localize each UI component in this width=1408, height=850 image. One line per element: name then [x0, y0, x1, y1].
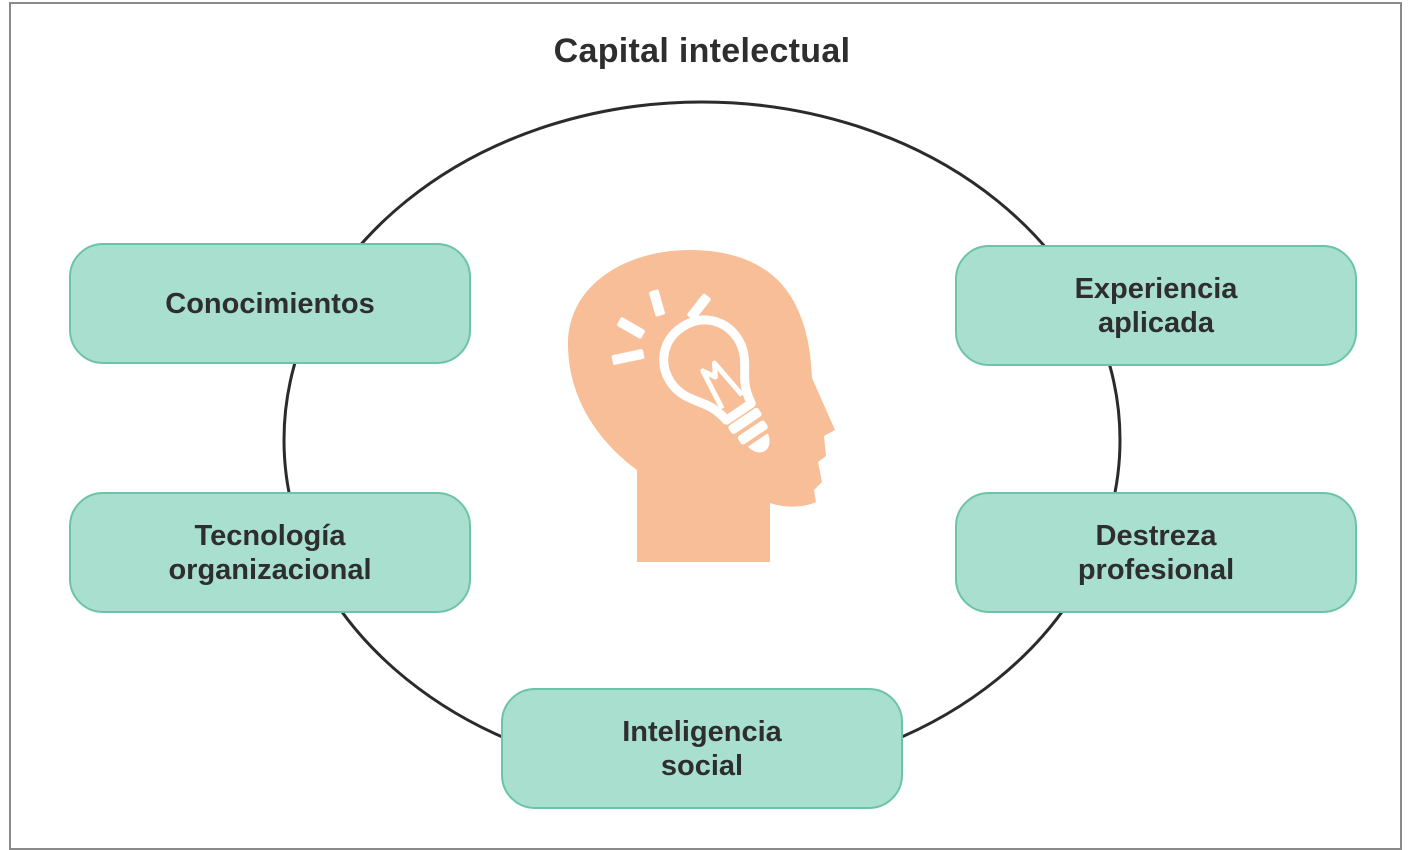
node-label-line1: Destreza: [1095, 519, 1217, 552]
node-label-line1: Experiencia: [1074, 272, 1238, 305]
head-lightbulb-icon: [568, 250, 835, 562]
lightbulb-icon: [659, 315, 770, 453]
node-label-line2: organizacional: [168, 553, 372, 586]
node-label-line2: profesional: [1077, 553, 1235, 586]
node-label-line2: aplicada: [1097, 306, 1215, 339]
node-experiencia-aplicada: Experiencia aplicada: [955, 245, 1357, 366]
diagram-title: Capital intelectual: [553, 32, 851, 70]
node-label-line1: Inteligencia: [622, 715, 782, 748]
node-conocimientos: Conocimientos: [69, 243, 471, 364]
idea-rays: [611, 289, 711, 365]
node-destreza-profesional: Destreza profesional: [955, 492, 1357, 613]
node-tecnologia-organizacional: Tecnología organizacional: [69, 492, 471, 613]
node-label-line1: Tecnología: [194, 519, 346, 552]
node-label: Conocimientos: [165, 287, 375, 320]
node-label-line2: social: [660, 749, 744, 782]
node-inteligencia-social: Inteligencia social: [501, 688, 903, 809]
